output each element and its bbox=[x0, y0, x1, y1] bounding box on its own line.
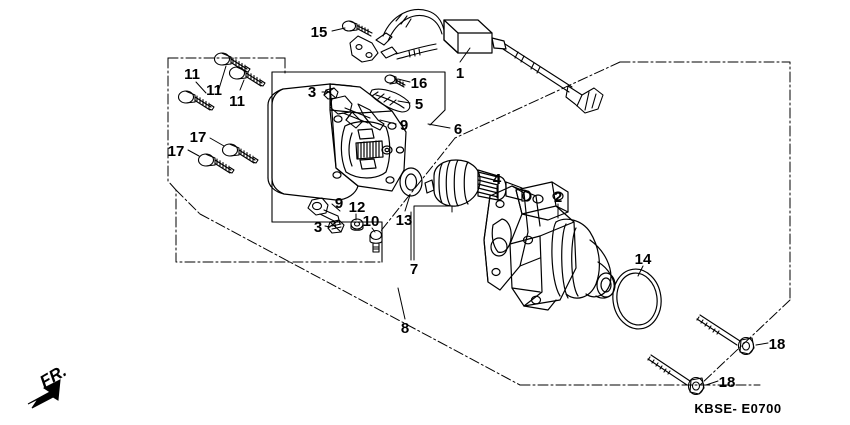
magnetic-switch-bracket bbox=[349, 32, 398, 63]
screw-10 bbox=[369, 229, 383, 253]
screw-16 bbox=[384, 74, 406, 88]
callout-18-b: 18 bbox=[719, 374, 736, 391]
callout-10: 10 bbox=[363, 213, 380, 230]
callout-8: 8 bbox=[401, 320, 409, 337]
bolt-group-18 bbox=[647, 314, 755, 396]
bolt-11-a bbox=[213, 52, 251, 73]
callout-16: 16 bbox=[411, 75, 428, 92]
diagram-code: KBSE- E0700 bbox=[694, 401, 781, 416]
starter-cable-loop bbox=[382, 9, 445, 60]
callout-4: 4 bbox=[493, 171, 502, 188]
starter-end-bell bbox=[329, 83, 407, 192]
callout-3-b: 3 bbox=[314, 219, 322, 236]
callout-5: 5 bbox=[415, 96, 423, 113]
callout-11-a: 11 bbox=[184, 66, 200, 83]
orientation-arrow: FR. bbox=[27, 361, 70, 409]
bolt-18-b bbox=[647, 354, 705, 396]
long-harness-cable bbox=[502, 43, 604, 114]
callout-3-a: 3 bbox=[308, 84, 316, 101]
o-ring-14 bbox=[612, 268, 662, 330]
bolt-18-a bbox=[696, 314, 755, 356]
bolt-17-b bbox=[197, 153, 235, 174]
callout-11-c: 11 bbox=[229, 93, 245, 110]
callout-18-a: 18 bbox=[769, 336, 786, 353]
callout-labels: 15 1 11 11 11 16 3 5 9 6 17 17 4 2 9 12 … bbox=[168, 24, 786, 391]
callout-11-b: 11 bbox=[206, 82, 222, 99]
callout-2: 2 bbox=[554, 189, 562, 206]
starter-motor-body bbox=[267, 83, 359, 201]
callout-9-a: 9 bbox=[400, 117, 408, 134]
clutch-housing-2 bbox=[509, 181, 616, 311]
callout-1: 1 bbox=[456, 65, 464, 82]
bolt-15 bbox=[341, 20, 373, 37]
callout-14: 14 bbox=[635, 251, 652, 268]
callout-13: 13 bbox=[396, 212, 413, 229]
bolt-11-b bbox=[228, 66, 266, 87]
group-boundary-dashdot bbox=[167, 57, 791, 386]
callout-17-a: 17 bbox=[190, 129, 207, 146]
motor-assembly-frame bbox=[271, 71, 446, 263]
bolt-group-17 bbox=[197, 143, 259, 174]
callout-12: 12 bbox=[349, 199, 366, 216]
callout-6: 6 bbox=[454, 121, 462, 138]
starter-drive-gear-7 bbox=[424, 159, 532, 207]
magnetic-switch-body bbox=[443, 19, 507, 54]
bolt-group-11 bbox=[177, 52, 266, 111]
o-ring-13 bbox=[399, 167, 423, 197]
bolt-11-c bbox=[177, 90, 215, 111]
small-parts-lower bbox=[307, 197, 383, 253]
bolt-17-a bbox=[221, 143, 259, 164]
callout-7: 7 bbox=[410, 261, 418, 278]
callout-17-b: 17 bbox=[168, 143, 185, 160]
leader-lines bbox=[187, 27, 769, 386]
nut-3-lower bbox=[327, 219, 345, 234]
callout-9-b: 9 bbox=[335, 195, 343, 212]
fr-label: FR. bbox=[37, 361, 70, 391]
brush-terminal-assembly bbox=[323, 74, 411, 131]
callout-15: 15 bbox=[311, 24, 328, 41]
washer-12 bbox=[350, 218, 364, 231]
